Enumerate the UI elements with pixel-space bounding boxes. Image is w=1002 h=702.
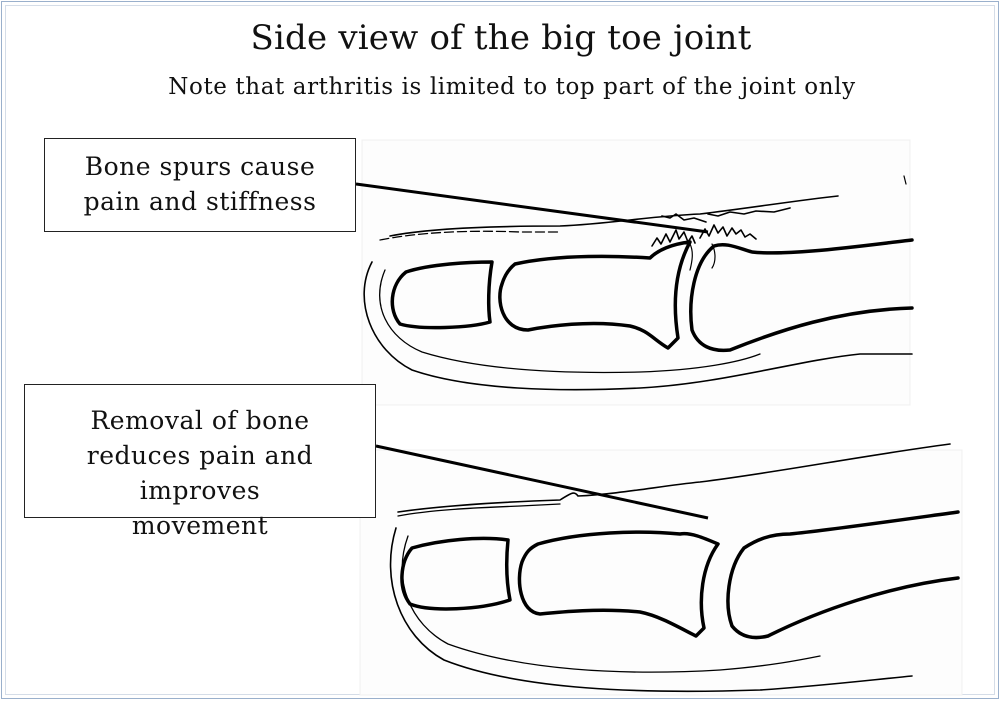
- callout-2-line-1: Removal of bone: [25, 403, 375, 438]
- top-image-panel: [362, 140, 910, 405]
- callout-2-line-2: reduces pain and: [25, 438, 375, 473]
- callout-1-line-2: pain and stiffness: [45, 184, 355, 219]
- callout-bone-spurs: Bone spurs cause pain and stiffness: [44, 138, 356, 232]
- callout-1-line-1: Bone spurs cause: [45, 149, 355, 184]
- callout-2-line-3: improves: [25, 473, 375, 508]
- callout-2-line-4: movement: [25, 508, 375, 543]
- callout-bone-removal: Removal of bone reduces pain and improve…: [24, 384, 376, 518]
